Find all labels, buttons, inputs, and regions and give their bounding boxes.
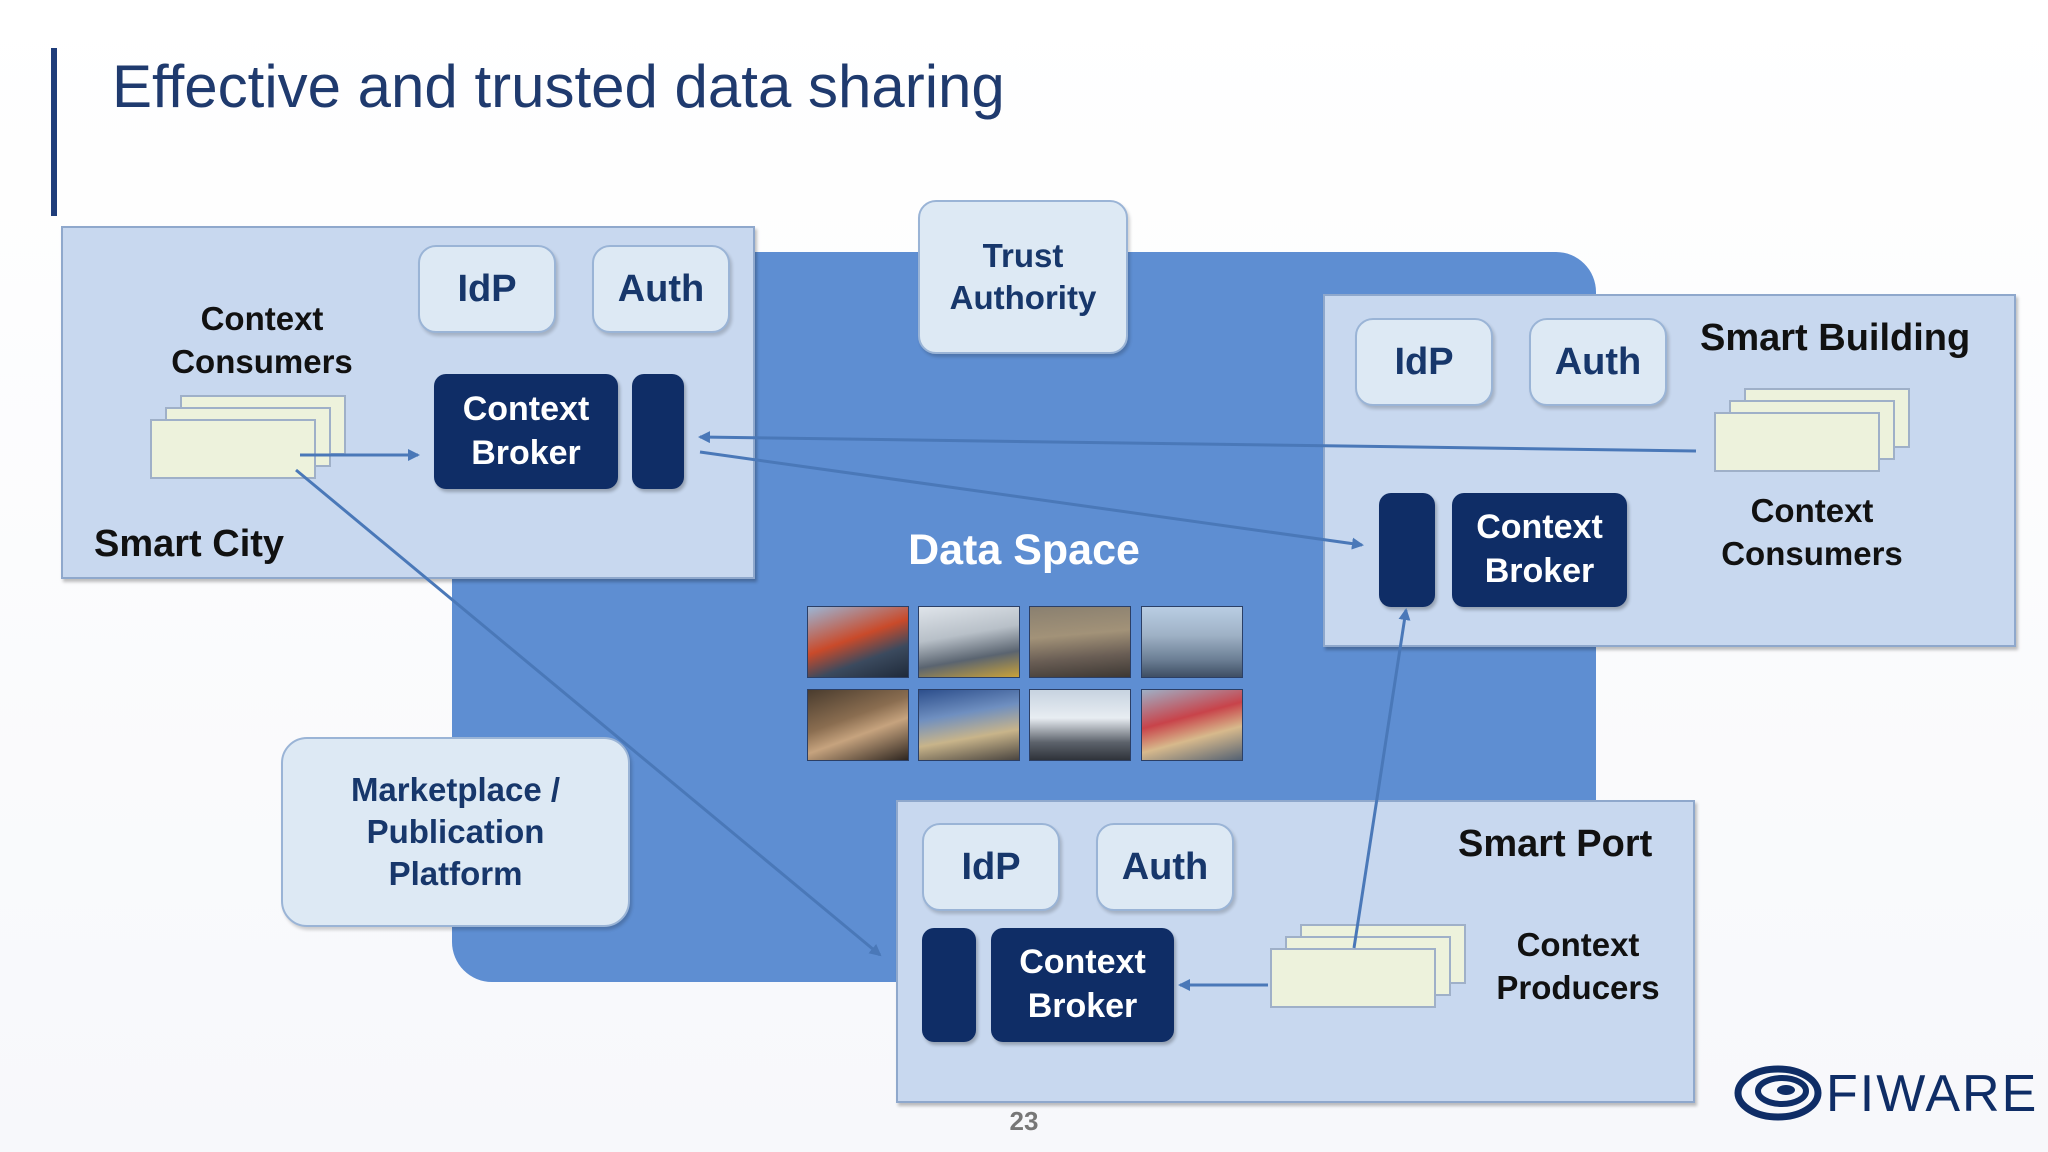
- smart-city-label: Smart City: [94, 523, 285, 565]
- fiware-logo-text: FIWARE: [1826, 1065, 2039, 1123]
- smart-city-idp: IdP: [418, 245, 556, 333]
- arrow-city-to-port: [295, 468, 882, 957]
- slide-title: Effective and trusted data sharing: [112, 53, 1005, 120]
- smart-port-context-broker: Context Broker: [991, 928, 1174, 1042]
- smart-port-label: Smart Port: [1458, 823, 1653, 865]
- smart-port-producers-docs: [1270, 924, 1468, 1008]
- photo-bus: [807, 606, 909, 678]
- arrow-building-to-city: [698, 431, 1697, 453]
- photo-traffic: [1029, 606, 1131, 678]
- arrow-city-to-building: [699, 450, 1364, 550]
- smart-city-connector: [632, 374, 684, 489]
- photo-shop-front: [918, 689, 1020, 761]
- smart-city-auth: Auth: [592, 245, 730, 333]
- photo-skyline: [1141, 606, 1243, 678]
- data-space-label: Data Space: [908, 526, 1140, 574]
- smart-building-connector: [1379, 493, 1435, 607]
- smart-building-context-broker: Context Broker: [1452, 493, 1627, 607]
- smart-port-connector: [922, 928, 976, 1042]
- smart-building-consumers-docs: [1714, 388, 1912, 472]
- marketplace-box: Marketplace / Publication Platform: [281, 737, 630, 927]
- photo-ev-charging: [918, 606, 1020, 678]
- smart-building-consumers-label: Context Consumers: [1721, 492, 1903, 572]
- smart-port-auth: Auth: [1096, 823, 1234, 911]
- page-number: 23: [1009, 1106, 1039, 1136]
- title-accent-bar: [51, 48, 57, 216]
- smart-city-context-broker: Context Broker: [434, 374, 618, 489]
- fiware-swirl-icon: [1734, 1065, 1822, 1121]
- photo-people: [807, 689, 909, 761]
- trust-authority-box: Trust Authority: [918, 200, 1128, 354]
- smart-port-idp: IdP: [922, 823, 1060, 911]
- photo-truck: [1029, 689, 1131, 761]
- arrow-port-to-building: [1352, 608, 1411, 949]
- smart-building-idp: IdP: [1355, 318, 1493, 406]
- smart-building-auth: Auth: [1529, 318, 1667, 406]
- smart-port-producers-label: Context Producers: [1496, 926, 1660, 1006]
- smart-city-consumers-label: Context Consumers: [171, 300, 353, 380]
- smart-building-label: Smart Building: [1700, 317, 1971, 359]
- smart-city-consumers-docs: [150, 395, 348, 479]
- photo-port-cranes: [1141, 689, 1243, 761]
